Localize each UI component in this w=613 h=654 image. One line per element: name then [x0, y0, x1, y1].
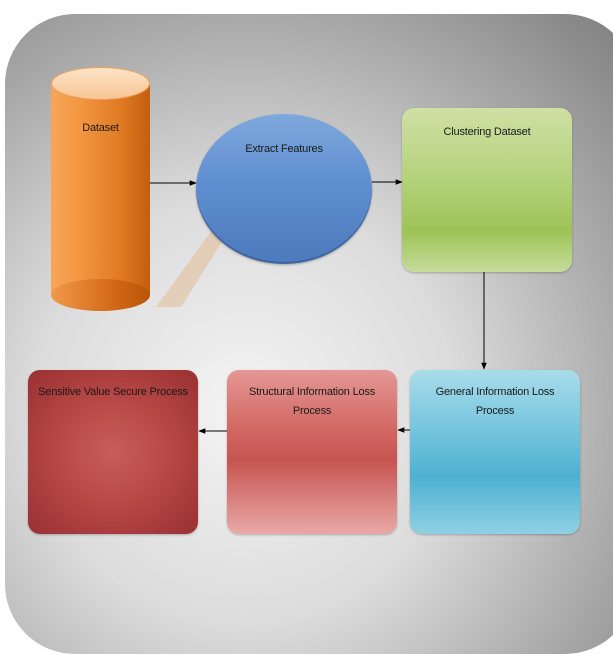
dataset-node: Dataset	[51, 67, 150, 311]
clustering-dataset-node: Clustering Dataset	[402, 108, 572, 272]
dataset-label: Dataset	[82, 122, 119, 134]
clustering-dataset-label: Clustering Dataset	[443, 126, 531, 138]
extract-features-node: Extract Features	[196, 114, 372, 264]
structural-info-loss-label: Structural Information Loss Process	[248, 386, 376, 417]
general-info-loss-node: General Information Loss Process	[410, 370, 580, 534]
general-info-loss-label: General Information Loss Process	[435, 386, 555, 417]
structural-info-loss-node: Structural Information Loss Process	[227, 370, 397, 534]
sensitive-value-node: Sensitive Value Secure Process	[28, 370, 198, 534]
sensitive-value-label: Sensitive Value Secure Process	[38, 386, 188, 398]
extract-features-label: Extract Features	[245, 143, 323, 155]
